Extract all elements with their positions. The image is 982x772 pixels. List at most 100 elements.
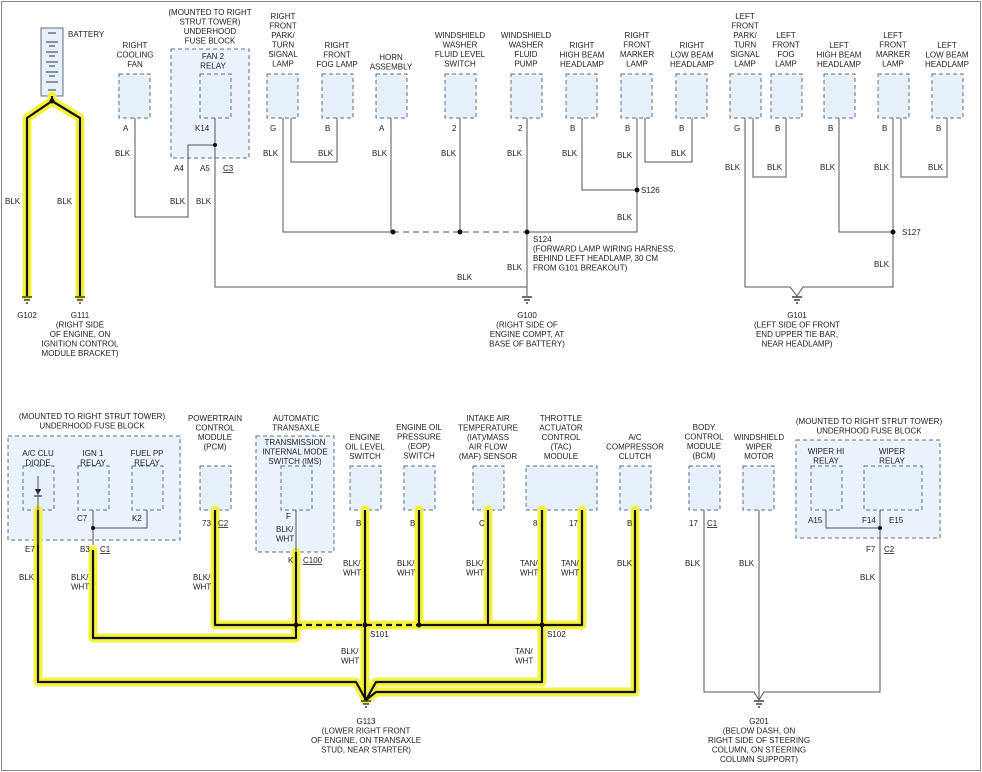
wire-color-label: BLK <box>441 149 457 158</box>
label-line: SWITCH <box>349 452 381 461</box>
label-line: BODY <box>693 423 716 432</box>
label-line: RELAY <box>134 459 160 468</box>
label-line: FLUID <box>514 50 537 59</box>
wire-tac-17 <box>542 510 584 627</box>
label-line: ENGINE OIL <box>396 423 442 432</box>
label-line: HORN <box>379 53 403 62</box>
label-line: CONTROL <box>195 424 235 433</box>
label-line: RELAY <box>813 457 839 466</box>
label-line: (MOUNTED TO RIGHT STRUT TOWER) <box>796 417 943 426</box>
wire-color-label: TAN/WHT <box>561 559 579 578</box>
label-line: (RIGHT SIDE OF <box>496 321 558 330</box>
label-line: ACTUATOR <box>539 424 582 433</box>
label-line: COLUMN, ON STEERING <box>712 746 806 755</box>
label-line: LOW BEAM <box>925 51 968 60</box>
connector-label: C100 <box>303 556 323 565</box>
label-line: RELAY <box>80 459 106 468</box>
lf-park-lamp-box <box>729 73 762 119</box>
label-line: BLK/ <box>343 559 361 568</box>
s127-label: S127 <box>902 228 921 237</box>
l-low-beam-box <box>931 73 964 119</box>
bottom-right-fuse-block-note: (MOUNTED TO RIGHT STRUT TOWER)UNDERHOOD … <box>796 417 943 436</box>
pin-label: K <box>288 556 294 565</box>
label-line: RIGHT <box>123 41 148 50</box>
wire-e7-to-g113 <box>36 510 367 701</box>
label-line: MARKER <box>620 50 654 59</box>
ign1-relay-box <box>77 465 110 511</box>
wire-color-label: BLK <box>562 149 578 158</box>
label-line: A/C CLU <box>22 449 54 458</box>
pin-label: A4 <box>174 164 184 173</box>
ims-box <box>280 465 313 511</box>
label-line: RELAY <box>200 62 226 71</box>
label-line: SWITCH <box>403 452 435 461</box>
label-line: LEFT <box>776 31 796 40</box>
label-line: (BELOW DASH, ON <box>723 727 796 736</box>
pin-label: F <box>286 512 291 521</box>
wire-color-label: BLK <box>725 163 741 172</box>
battery-label: BATTERY <box>68 30 105 39</box>
pin-label: F7 <box>866 545 876 554</box>
pin-label: C7 <box>77 514 88 523</box>
pin-label: E7 <box>25 545 35 554</box>
label-line: LAMP <box>882 60 904 69</box>
bottom-ground-wires <box>36 510 637 701</box>
wire-color-label: BLK <box>196 197 212 206</box>
top-pin-labels: A K14 G B A 2 2 B B B G B B B B A4 A5 C3 <box>123 124 941 173</box>
label-line: (MOUNTED TO RIGHT STRUT TOWER) <box>19 412 166 421</box>
label-line: TRANSMISSION <box>265 438 326 447</box>
s126-label: S126 <box>641 186 660 195</box>
horn-box <box>375 73 408 119</box>
label-line: (FORWARD LAMP WIRING HARNESS, <box>533 245 676 254</box>
label-line: G101 <box>787 311 807 320</box>
wire-color-label: TAN/WHT <box>520 559 538 578</box>
s126-splice-dot <box>634 187 640 193</box>
ac-clutch-box <box>619 465 652 511</box>
label-line: BLK/ <box>397 559 415 568</box>
label-line: BLK/ <box>71 573 89 582</box>
label-line: AUTOMATIC <box>273 414 320 423</box>
label-line: FOG LAMP <box>316 60 357 69</box>
label-line: INTAKE AIR <box>466 414 510 423</box>
label-line: UNDERHOOD FUSE BLOCK <box>816 427 922 436</box>
label-line: WIPER <box>746 443 772 452</box>
wire-color-label: BLK <box>671 149 687 158</box>
pin-label: B <box>625 124 630 133</box>
bottom-wire-labels: BLK BLK/WHT BLK/WHT BLK/WHT BLK/WHT BLK/… <box>19 525 876 666</box>
label-line: POWERTRAIN <box>188 414 242 423</box>
wire-color-label: BLK <box>170 197 186 206</box>
label-line: RIGHT <box>271 12 296 21</box>
label-line: G201 <box>749 717 769 726</box>
label-line: TAN/ <box>561 559 579 568</box>
label-line: RIGHT <box>570 41 595 50</box>
label-line: WHT <box>561 569 579 578</box>
wire-tac-to-g113 <box>365 510 544 701</box>
pin-label: K14 <box>195 124 210 133</box>
pin-label: B <box>356 519 361 528</box>
pin-label: A5 <box>200 164 210 173</box>
label-line: FRONT <box>772 41 800 50</box>
connector-label: C1 <box>100 545 111 554</box>
pin-label: B <box>679 124 684 133</box>
pin-label: 2 <box>452 124 457 133</box>
wire-color-label: BLK <box>820 163 836 172</box>
wire-color-label: BLK <box>874 163 890 172</box>
label-line: BLK/ <box>193 573 211 582</box>
label-line: G113 <box>357 717 377 726</box>
splice-dot <box>457 229 463 235</box>
pin-label: B <box>828 124 833 133</box>
label-line: (RIGHT SIDE <box>56 321 104 330</box>
label-line: WIPER <box>879 447 905 456</box>
label-line: G111 <box>71 311 90 320</box>
l-high-beam-box <box>823 73 856 119</box>
